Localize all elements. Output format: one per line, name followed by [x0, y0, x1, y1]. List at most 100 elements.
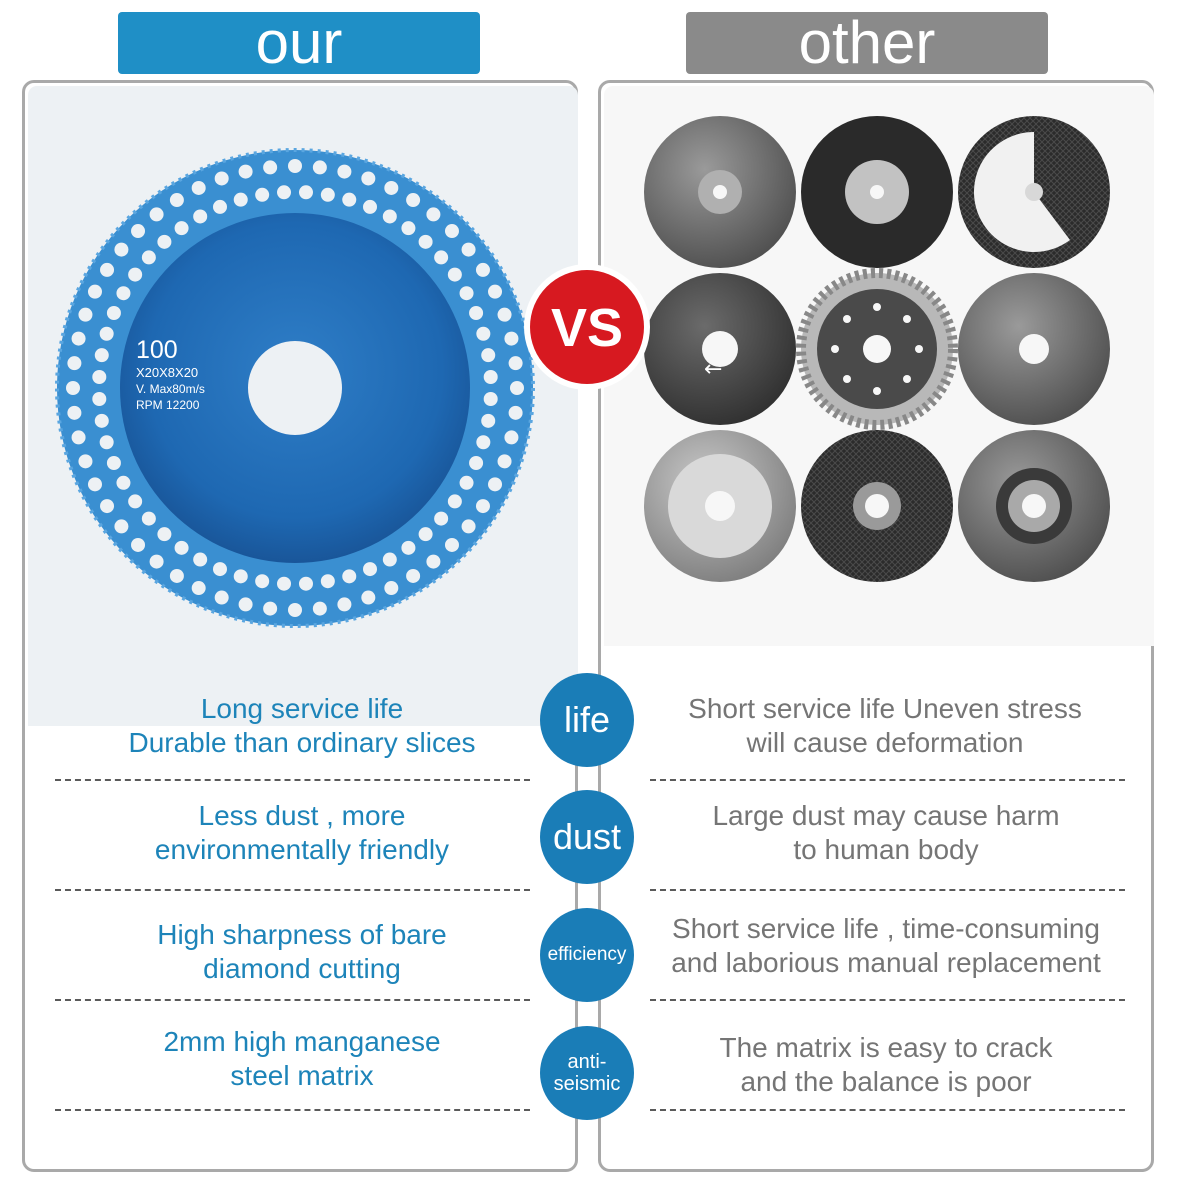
blade-hole [255, 574, 270, 589]
blade-hole [418, 234, 433, 249]
blade-hole [263, 601, 278, 616]
divider [650, 999, 1125, 1001]
blade-hole [426, 207, 441, 222]
divider [55, 1109, 530, 1111]
blade-hole [128, 494, 143, 509]
disc-8 [801, 430, 953, 582]
vs-badge: VS [524, 264, 650, 390]
blade-hole [128, 267, 143, 282]
our-row-anti-seismic: 2mm high manganese steel matrix [40, 1025, 564, 1093]
blade-hole [277, 185, 292, 200]
blade-hole [342, 192, 357, 207]
blade-hole [483, 370, 498, 385]
blade-hole [320, 574, 335, 589]
dust-badge: dust [540, 790, 634, 884]
blade-hole [382, 552, 397, 567]
other-efficiency-line1: Short service life , time-consuming [672, 913, 1100, 944]
blade-hole [100, 262, 115, 277]
blade-hole [288, 159, 302, 173]
blade-hole [469, 305, 484, 320]
blade-hole [401, 221, 416, 236]
our-dust-line2: environmentally friendly [154, 834, 450, 865]
blade-hole [461, 242, 476, 257]
blade-hole [67, 405, 82, 420]
blade-hole [169, 193, 184, 208]
blade-hole [99, 326, 114, 341]
blade-hole [141, 250, 156, 265]
blade-hole [106, 456, 121, 471]
blade-hole [476, 326, 491, 341]
blade-hole [488, 477, 503, 492]
our-life-line2: Durable than ordinary slices [128, 727, 476, 758]
other-discs-grid: ← [644, 116, 1110, 582]
blade-hole [426, 554, 441, 569]
blade-hole [342, 569, 357, 584]
divider [55, 889, 530, 891]
blade-hole [497, 454, 512, 469]
blade-hole [94, 348, 109, 363]
blade-hole [233, 569, 248, 584]
blade-hole [191, 180, 206, 195]
blade-hole [78, 454, 93, 469]
disc-9 [958, 430, 1110, 582]
blade-hole [475, 499, 490, 514]
blade-hole [191, 581, 206, 596]
blade-hole [116, 286, 131, 301]
disc-5 [796, 268, 958, 430]
blade-hole [114, 242, 129, 257]
blade-hole [157, 527, 172, 542]
blade-hole [116, 475, 131, 490]
disc-3 [958, 116, 1110, 268]
other-row-dust: Large dust may cause harm to human body [616, 799, 1156, 867]
other-row-anti-seismic: The matrix is easy to crack and the bala… [616, 1031, 1156, 1099]
blade-hole [406, 568, 421, 583]
blade-hole [238, 164, 253, 179]
blade-hole [504, 430, 519, 445]
blade-hole [497, 307, 512, 322]
blade-hole [149, 207, 164, 222]
blade-hole [238, 597, 253, 612]
blade-hole [233, 192, 248, 207]
blade-hole [401, 540, 416, 555]
blade-hole [510, 381, 524, 395]
our-efficiency-line1: High sharpness of bare [157, 919, 447, 950]
disc-6 [958, 273, 1110, 425]
blade-hole [100, 499, 115, 514]
blade-hole [94, 413, 109, 428]
other-life-line2: will cause deformation [746, 727, 1024, 758]
disc-2 [801, 116, 953, 268]
blade-hole [214, 171, 229, 186]
blade-hole [320, 187, 335, 202]
blade-hole [66, 381, 80, 395]
blade-hole [444, 224, 459, 239]
blade-hole [255, 187, 270, 202]
our-anti-seismic-line2: steel matrix [230, 1060, 374, 1091]
blade-hole [131, 224, 146, 239]
blade-hole [508, 405, 523, 420]
svg-text:←: ← [704, 357, 722, 382]
blade-size-text: 100 [136, 336, 178, 364]
blade-hole [508, 356, 523, 371]
other-header: other [686, 12, 1048, 74]
blade-hole [406, 193, 421, 208]
disc-1 [644, 116, 796, 268]
our-header: our [118, 12, 480, 74]
blade-dims-text: X20X8X20 [136, 365, 198, 380]
blade-hole [312, 601, 327, 616]
blade-hole [288, 603, 302, 617]
blade-hole [174, 221, 189, 236]
our-life-line1: Long service life [200, 693, 404, 724]
life-badge: life [540, 673, 634, 767]
blade-hole [481, 413, 496, 428]
blade-hole [298, 576, 313, 591]
blade-hole [87, 284, 102, 299]
blade-hole [131, 537, 146, 552]
blade-rpm-text: RPM 12200 [136, 398, 200, 412]
divider [650, 1109, 1125, 1111]
blade-hole [483, 391, 498, 406]
our-row-dust: Less dust , more environmentally friendl… [40, 799, 564, 867]
blade-hole [193, 552, 208, 567]
our-row-life: Long service life Durable than ordinary … [40, 692, 564, 760]
blade-hole [114, 519, 129, 534]
blade-hole [212, 199, 227, 214]
